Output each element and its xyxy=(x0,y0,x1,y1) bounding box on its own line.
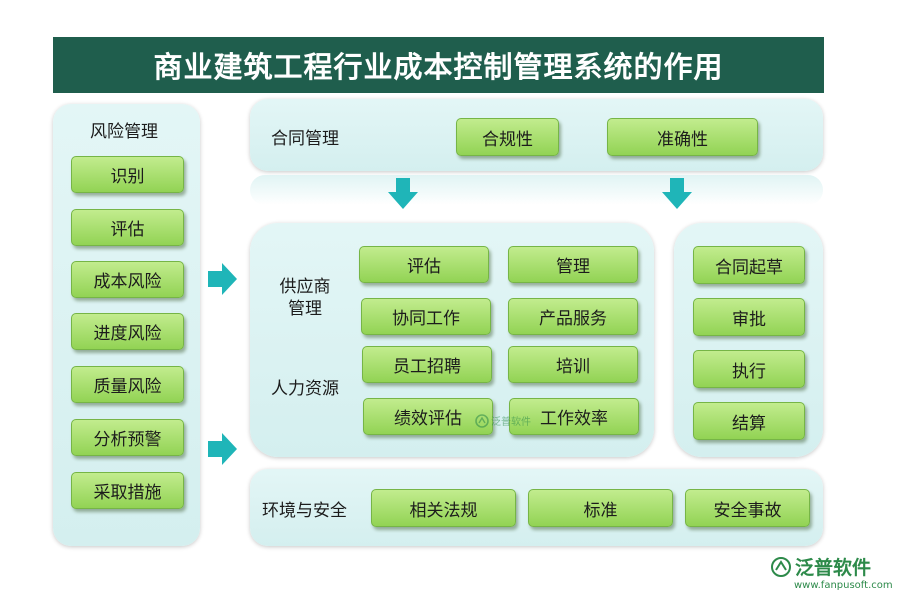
brand-name: 泛普软件 xyxy=(795,557,872,579)
contract-accuracy-button[interactable]: 准确性 xyxy=(607,118,758,156)
supplier-product-service-button[interactable]: 产品服务 xyxy=(508,298,638,335)
page-title: 商业建筑工程行业成本控制管理系统的作用 xyxy=(53,37,824,93)
hr-training-button[interactable]: 培训 xyxy=(508,346,638,383)
env-standards-button[interactable]: 标准 xyxy=(528,489,673,527)
arrow-down-icon xyxy=(662,178,692,209)
supplier-label-line2: 管理 xyxy=(288,299,322,319)
brand-logo-icon xyxy=(475,413,489,428)
contract-execution-button[interactable]: 执行 xyxy=(693,350,805,388)
contract-management-label: 合同管理 xyxy=(271,129,339,149)
risk-item-assess[interactable]: 评估 xyxy=(71,209,184,246)
risk-item-schedule-risk[interactable]: 进度风险 xyxy=(71,313,184,350)
risk-item-warning[interactable]: 分析预警 xyxy=(71,419,184,456)
env-safety-accident-button[interactable]: 安全事故 xyxy=(685,489,810,527)
contract-approval-button[interactable]: 审批 xyxy=(693,298,805,336)
arrow-right-icon xyxy=(208,263,237,295)
supplier-manage-button[interactable]: 管理 xyxy=(508,246,638,283)
watermark-center-text: 泛普软件 xyxy=(491,417,531,428)
risk-item-identify[interactable]: 识别 xyxy=(71,156,184,193)
supplier-assess-button[interactable]: 评估 xyxy=(359,246,489,283)
hr-efficiency-button[interactable]: 工作效率 xyxy=(509,398,639,435)
brand-watermark: 泛普软件 www.fanpusoft.com xyxy=(770,553,895,591)
risk-item-cost-risk[interactable]: 成本风险 xyxy=(71,261,184,298)
arrow-down-icon xyxy=(388,178,418,209)
watermark-logo: 泛普软件 xyxy=(475,413,531,428)
supplier-collaboration-button[interactable]: 协同工作 xyxy=(361,298,491,335)
contract-compliance-button[interactable]: 合规性 xyxy=(456,118,559,156)
contract-draft-button[interactable]: 合同起草 xyxy=(693,246,805,284)
risk-item-quality-risk[interactable]: 质量风险 xyxy=(71,366,184,403)
hr-label: 人力资源 xyxy=(271,379,339,399)
risk-management-label: 风险管理 xyxy=(90,122,158,142)
environment-safety-label: 环境与安全 xyxy=(262,501,347,521)
supplier-label-line1: 供应商 xyxy=(279,277,331,297)
brand-url: www.fanpusoft.com xyxy=(794,580,893,591)
brand-logo-icon xyxy=(771,556,791,577)
arrow-right-icon xyxy=(208,433,237,465)
contract-settlement-button[interactable]: 结算 xyxy=(693,402,805,440)
supplier-management-label: 供应商 管理 xyxy=(278,276,332,320)
risk-item-measures[interactable]: 采取措施 xyxy=(71,472,184,509)
hr-performance-button[interactable]: 绩效评估 xyxy=(363,398,493,435)
env-regulations-button[interactable]: 相关法规 xyxy=(371,489,516,527)
panel-reflection xyxy=(250,175,823,205)
hr-recruitment-button[interactable]: 员工招聘 xyxy=(362,346,492,383)
